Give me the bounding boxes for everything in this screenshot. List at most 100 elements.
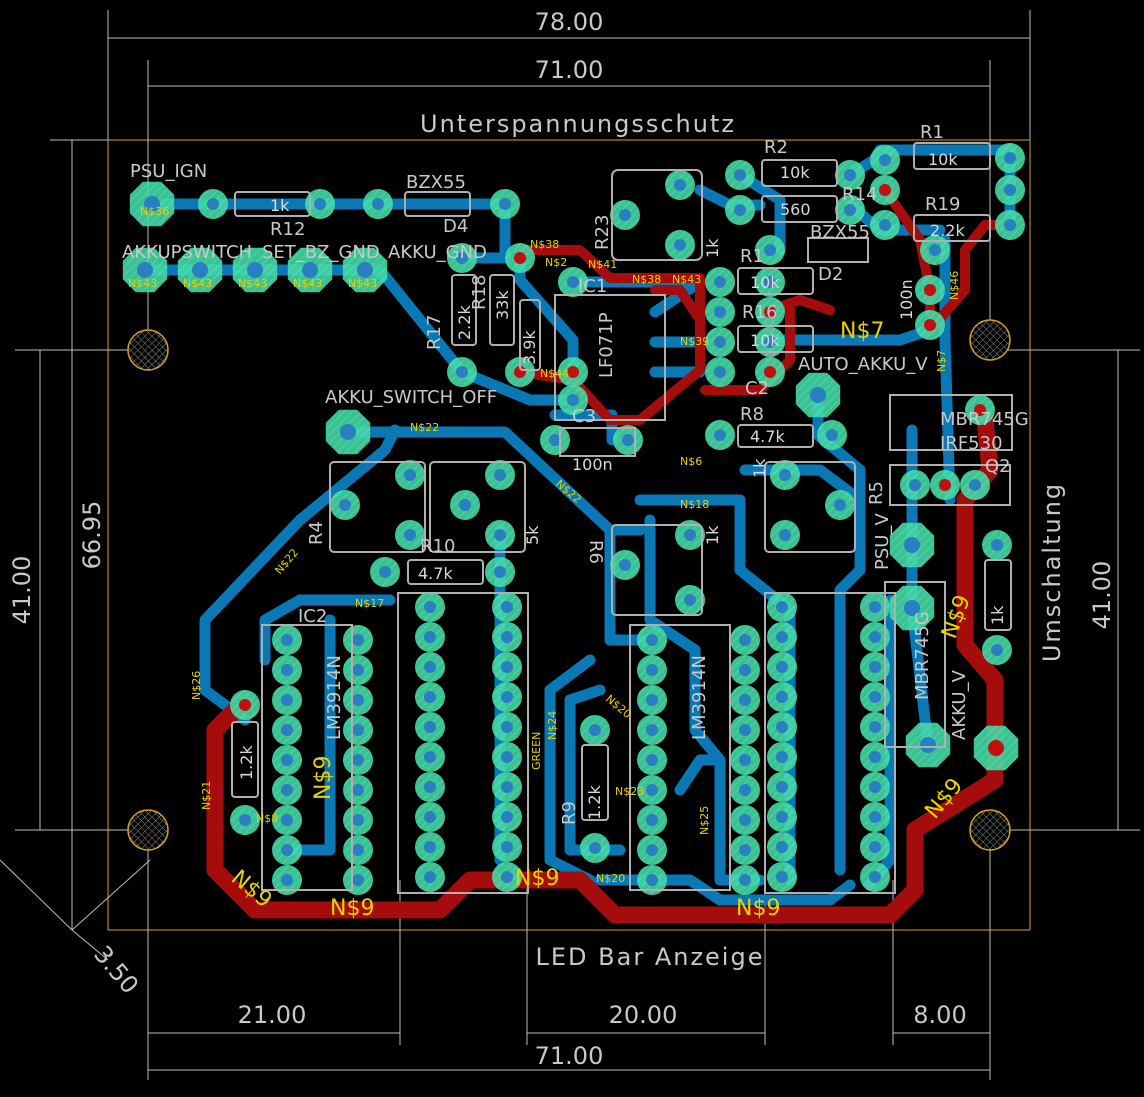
drill-hole (974, 404, 986, 416)
drill-hole (674, 179, 686, 191)
r12-value: 1k (270, 196, 290, 215)
r9-value: 1.2k (585, 785, 604, 820)
drill-hole (739, 754, 751, 766)
drill-hole (764, 336, 776, 348)
drill-hole (739, 664, 751, 676)
drill-hole (567, 276, 579, 288)
drill-hole (776, 781, 788, 793)
drill-hole (424, 631, 436, 643)
drill-hole (281, 754, 293, 766)
net-label: N$39 (680, 335, 709, 348)
net-label: N$24 (546, 711, 559, 740)
drill-hole (869, 751, 881, 763)
drill-hole (988, 740, 1004, 756)
drill-hole (424, 811, 436, 823)
drill-hole (929, 244, 941, 256)
net-label: N$43 (348, 277, 377, 290)
drill-hole (137, 262, 153, 278)
dim-left-inner: 66.95 (78, 501, 106, 570)
drill-hole (646, 634, 658, 646)
drill-hole (589, 724, 601, 736)
dim-top-inner: 71.00 (535, 56, 604, 84)
drill-hole (501, 691, 513, 703)
net-label: N$7 (840, 319, 884, 344)
drill-hole (494, 469, 506, 481)
drill-hole (869, 721, 881, 733)
net-label: N$43 (672, 273, 701, 286)
label-psu-ign: PSU_IGN (130, 161, 207, 182)
drill-hole (739, 874, 751, 886)
section-title-right: Umschaltung (1038, 482, 1066, 662)
drill-hole (314, 198, 326, 210)
drill-hole (459, 499, 471, 511)
drill-hole (424, 871, 436, 883)
drill-hole (339, 499, 351, 511)
r5-value: 1k (750, 458, 769, 478)
drill-hole (869, 781, 881, 793)
board-outline (107, 139, 1031, 931)
d2-value: BZX55 (810, 222, 870, 243)
drill-hole (684, 594, 696, 606)
net-label: N$9 (330, 896, 374, 921)
drill-hole (646, 874, 658, 886)
net-label: N$18 (680, 498, 709, 511)
r16-value: 10k (750, 331, 780, 350)
drill-hole (514, 252, 526, 264)
dim-bottom-left: 21.00 (238, 1001, 307, 1029)
r9-name: R9 (559, 801, 580, 825)
r6-value: 1k (703, 525, 722, 545)
r-5k-value: 5k (523, 525, 542, 545)
drill-hole (844, 204, 856, 216)
drill-hole (1004, 184, 1016, 196)
drill-hole (281, 634, 293, 646)
drill-hole (424, 721, 436, 733)
dim-corner: 3.50 (88, 940, 144, 999)
drill-hole (904, 537, 920, 553)
silkscreen-bodies (231, 142, 1013, 894)
drill-hole (734, 204, 746, 216)
drill-hole (379, 566, 391, 578)
drill-hole (352, 814, 364, 826)
net-label: N$9 (515, 866, 559, 891)
drill-hole (646, 814, 658, 826)
drill-hole (372, 198, 384, 210)
drill-hole (239, 814, 251, 826)
label-overlap-3: AKKU_GND (388, 242, 487, 263)
drill-hole (424, 601, 436, 613)
drill-hole (144, 196, 160, 212)
net-label: N$17 (355, 597, 384, 610)
r5-name: R5 (866, 481, 887, 505)
drill-hole (739, 844, 751, 856)
drill-hole (776, 811, 788, 823)
drill-hole (424, 781, 436, 793)
drill-hole (281, 694, 293, 706)
d2-name: D2 (818, 264, 843, 285)
drill-hole (739, 784, 751, 796)
drill-hole (924, 319, 936, 331)
r19-name: R19 (925, 194, 960, 215)
d4-value: BZX55 (406, 172, 466, 193)
drill-hole (776, 841, 788, 853)
drill-hole (646, 754, 658, 766)
ic3-value: LM3914N (689, 655, 710, 740)
drill-hole (674, 239, 686, 251)
drill-hole (247, 262, 263, 278)
drill-hole (352, 844, 364, 856)
label-akku-switch-off: AKKU_SWITCH_OFF (325, 387, 497, 408)
drill-hole (281, 844, 293, 856)
dim-bottom-mid: 20.00 (609, 1001, 678, 1029)
drill-hole (281, 664, 293, 676)
dim-top-outer: 78.00 (535, 8, 604, 36)
r11-value: 1.2k (237, 745, 256, 780)
net-label: N$8 (256, 812, 278, 825)
drill-hole (714, 366, 726, 378)
r14-name: R14 (842, 184, 877, 205)
q2-value: IRF530 (940, 433, 1003, 454)
drill-hole (734, 169, 746, 181)
drill-hole (969, 479, 981, 491)
drill-hole (281, 784, 293, 796)
net-label: N$38 (632, 273, 661, 286)
net-label: N$36 (140, 205, 169, 218)
drill-hole (714, 306, 726, 318)
